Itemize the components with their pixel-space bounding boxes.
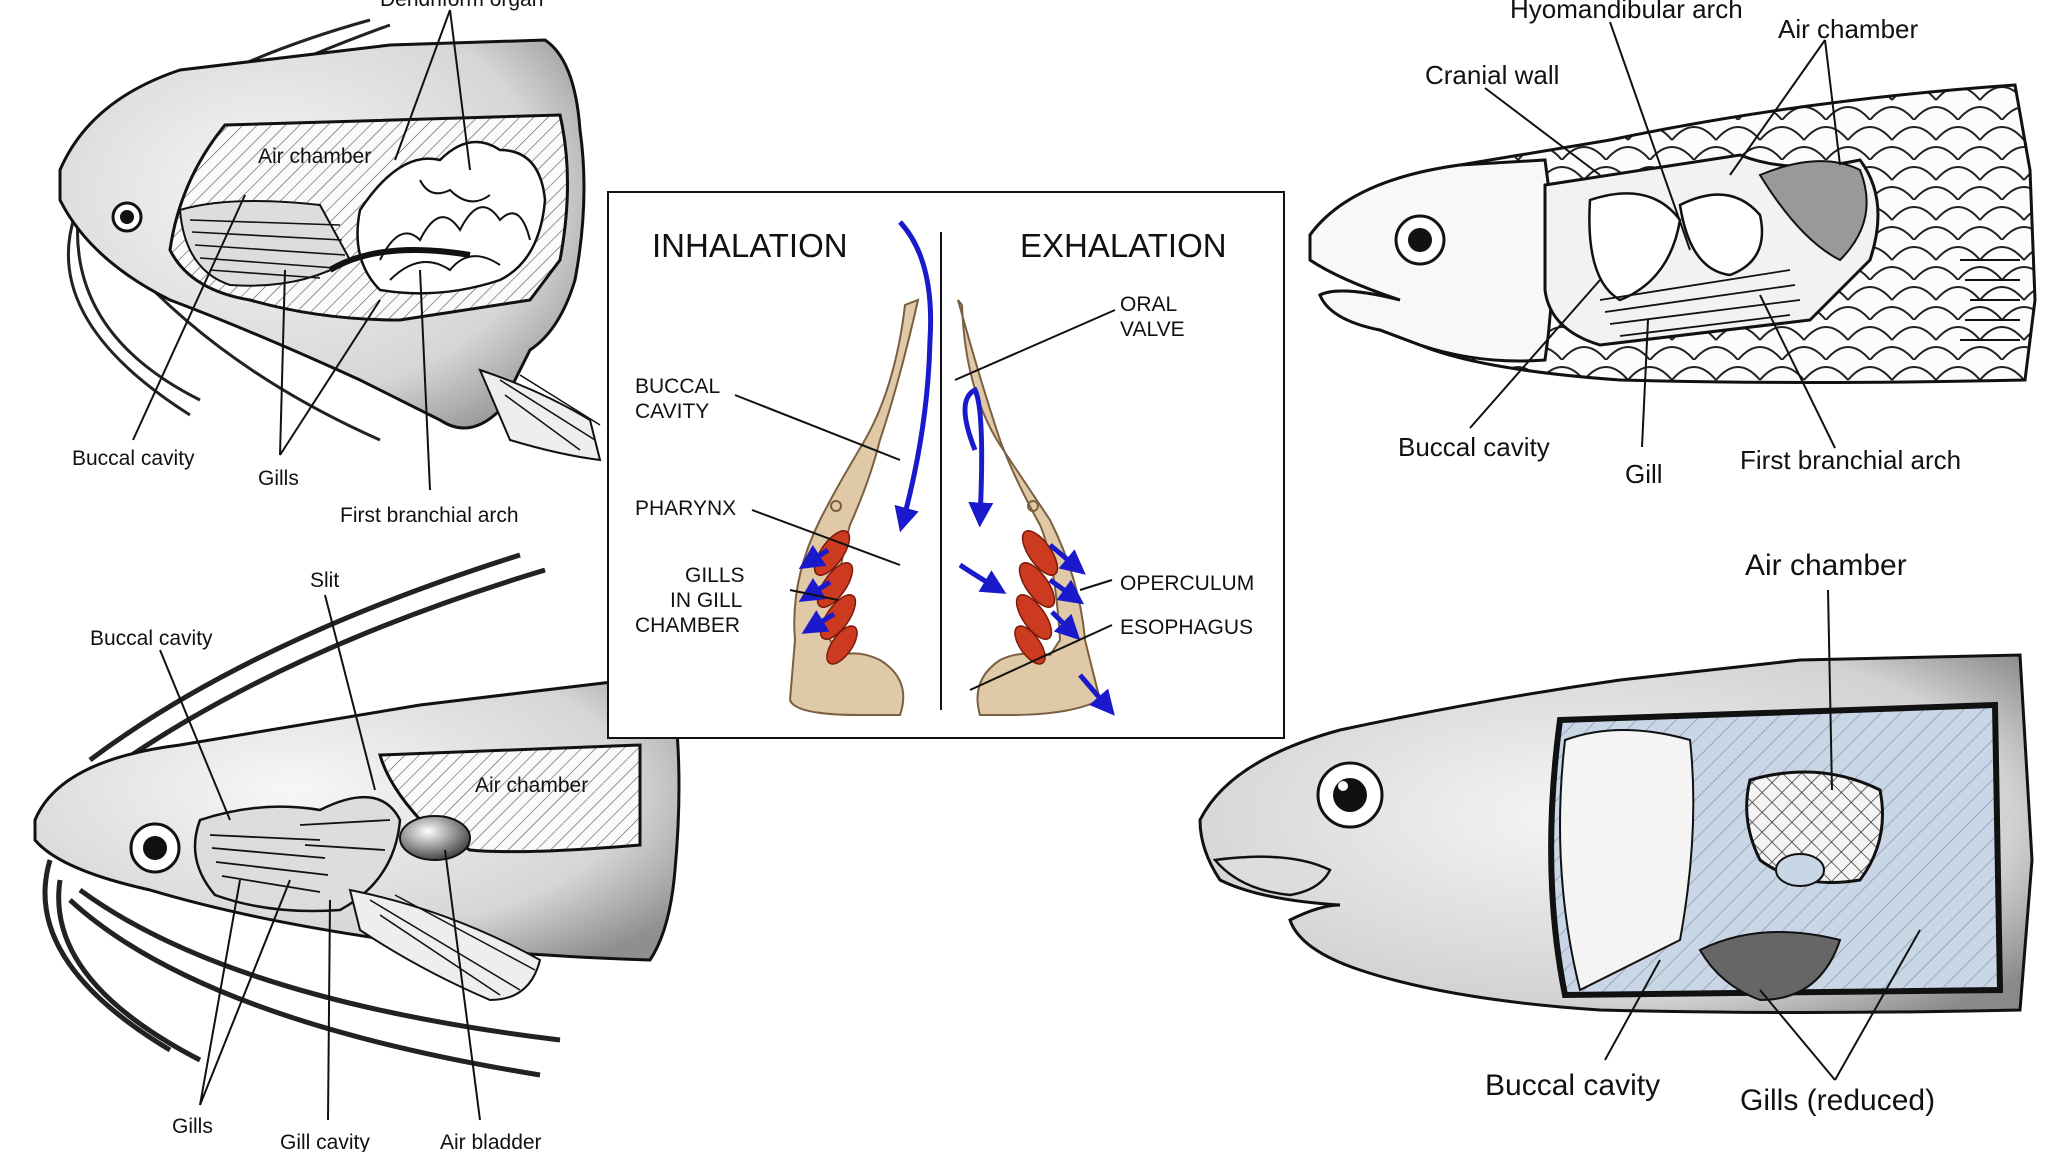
- label-buccal-cavity: BUCCAL: [635, 375, 720, 398]
- label-gills: Gills: [172, 1115, 213, 1138]
- tail-fin-lines: [1960, 259, 2020, 341]
- barbels: [42, 552, 561, 1078]
- label-first-branchial-arch: First branchial arch: [1740, 445, 1961, 475]
- label-gills: GILLS: [685, 564, 745, 587]
- label-gills: Gills: [258, 467, 299, 490]
- air-bladder: [399, 815, 471, 861]
- top-right-fish: Hyomandibular arch Air chamber Cranial w…: [1308, 0, 2037, 489]
- bottom-right-fish: Air chamber Buccal cavity Gills (reduced…: [1198, 549, 2034, 1117]
- label-pharynx: PHARYNX: [635, 497, 736, 520]
- buccal-region: [1559, 729, 1695, 992]
- label-buccal-cavity: Buccal cavity: [72, 447, 195, 470]
- first-branchial-arch: [328, 247, 471, 273]
- heading-exhalation: EXHALATION: [1020, 227, 1227, 264]
- inner-chamber: [1745, 770, 1884, 884]
- gills-reduced: [1698, 931, 1842, 1002]
- center-breathing-diagram: INHALATION EXHALATION: [607, 191, 1285, 739]
- dendriform-organ: [356, 140, 547, 295]
- bottom-left-fish: Slit Buccal cavity Air chamber Gills Gil…: [33, 552, 681, 1154]
- label-buccal-cavity: Buccal cavity: [1485, 1069, 1660, 1102]
- gill-lines: [1599, 269, 1801, 337]
- heading-inhalation: INHALATION: [652, 227, 848, 264]
- label-dendriform-organ: Dendriform organ: [380, 0, 543, 11]
- label-gills-2: IN GILL: [670, 589, 742, 612]
- label-buccal-cavity: Buccal cavity: [90, 627, 213, 650]
- gill-cavity-region: [193, 795, 402, 913]
- label-hyomandibular-arch: Hyomandibular arch: [1510, 0, 1743, 24]
- label-esophagus: ESOPHAGUS: [1120, 616, 1253, 639]
- label-oral-valve: ORAL: [1120, 293, 1177, 316]
- air-chamber: [1678, 193, 1764, 277]
- leader-lines: [1604, 589, 1921, 1081]
- gill-lines: [189, 219, 346, 279]
- fin: [478, 368, 602, 462]
- flow-arrows: [798, 220, 1115, 716]
- label-buccal-cavity-2: CAVITY: [635, 400, 709, 423]
- gills: [178, 200, 352, 287]
- label-gills-reduced: Gills (reduced): [1740, 1084, 1935, 1117]
- gill-lines: [209, 819, 391, 893]
- top-left-fish: Dendriform organ Air chamber Buccal cavi…: [58, 0, 602, 527]
- leader-lines: [159, 594, 481, 1121]
- label-air-bladder: Air bladder: [440, 1131, 542, 1152]
- label-cranial-wall: Cranial wall: [1425, 60, 1559, 90]
- center-frame: [607, 191, 1285, 739]
- label-gill: Gill: [1625, 459, 1663, 489]
- label-oral-valve-2: VALVE: [1120, 318, 1185, 341]
- leader-lines: [1469, 21, 1841, 449]
- label-air-chamber: Air chamber: [1745, 549, 1907, 582]
- label-buccal-cavity: Buccal cavity: [1398, 432, 1550, 462]
- center-leader-lines: [734, 309, 1116, 691]
- label-air-chamber: Air chamber: [258, 145, 371, 168]
- label-slit: Slit: [310, 569, 339, 592]
- label-air-chamber: Air chamber: [1778, 14, 1918, 44]
- label-gills-3: CHAMBER: [635, 614, 740, 637]
- right-gills: [1014, 530, 1059, 665]
- hyomandibular-arch: [1588, 192, 1682, 302]
- label-operculum: OPERCULUM: [1120, 572, 1254, 595]
- leader-lines: [132, 9, 471, 491]
- right-tissue-outer: [957, 299, 1102, 716]
- label-gill-cavity: Gill cavity: [280, 1131, 370, 1152]
- label-first-branchial-arch: First branchial arch: [340, 504, 519, 527]
- label-air-chamber: Air chamber: [475, 774, 588, 797]
- lower-jaw: [1212, 855, 1332, 897]
